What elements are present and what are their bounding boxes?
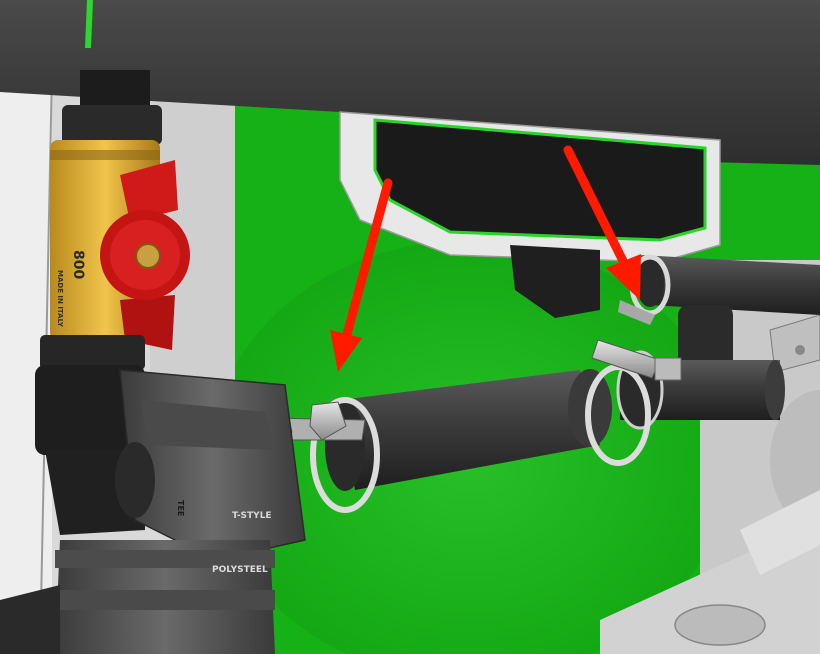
right-tank [600,260,820,654]
valve-stamp-label: 800 [70,250,86,279]
pump-body [510,245,820,430]
annotation-arrow-left [330,178,393,372]
tee-side-label: TEE [176,500,185,516]
top-housing [0,0,820,165]
housing-brand-label: POLYSTEEL [212,565,268,575]
right-hose-clamp [585,339,682,466]
annotation-arrow-right [563,145,641,300]
inlet-pipe [62,70,162,145]
tee-type-label: T-STYLE [232,511,272,521]
valve-handle[interactable] [100,160,190,350]
valve-origin-label: MADE IN ITALY [56,270,64,328]
valve-lower-nut [40,335,145,370]
filter-housing: POLYSTEEL [0,540,275,654]
display-unit [339,111,721,263]
tee-housing: TEE T-STYLE [115,369,306,561]
